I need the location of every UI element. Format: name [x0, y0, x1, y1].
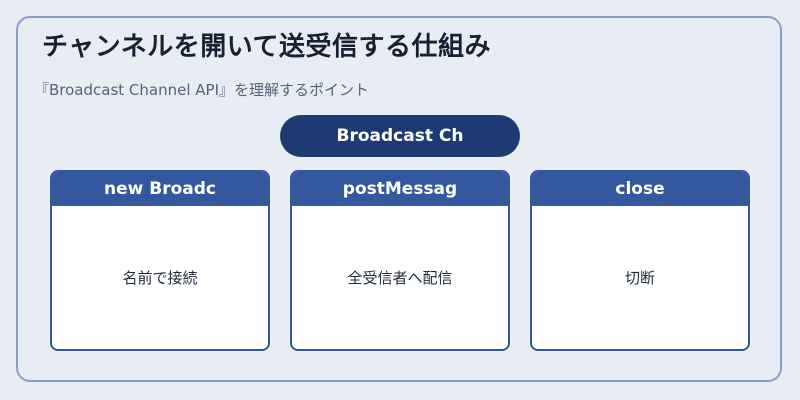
card-new-broadcast-channel: new Broadc 名前で接続: [50, 170, 270, 351]
card-close: close 切断: [530, 170, 750, 351]
broadcast-channel-node: Broadcast Ch: [280, 115, 520, 157]
card-body: 名前で接続: [122, 269, 198, 287]
card-header: postMessag: [292, 172, 508, 206]
card-body: 切断: [624, 269, 655, 287]
card-header: new Broadc: [52, 172, 268, 206]
card-header: close: [532, 172, 748, 206]
diagram-subtitle: 『Broadcast Channel API』を理解するポイント: [34, 81, 370, 99]
card-post-message: postMessag 全受信者へ配信: [290, 170, 510, 351]
diagram-title: チャンネルを開いて送受信する仕組み: [42, 32, 491, 62]
card-body: 全受信者へ配信: [347, 269, 453, 287]
